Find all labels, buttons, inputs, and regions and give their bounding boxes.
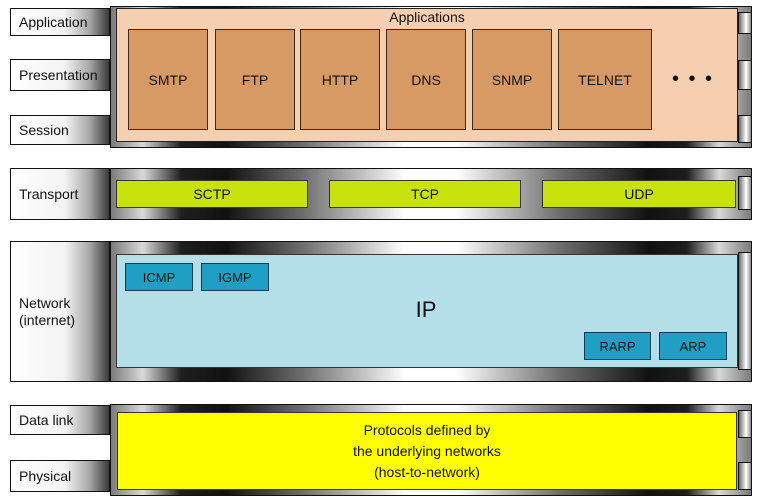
protocol-snmp: SNMP [472,29,552,130]
ip-label: IP [415,297,437,322]
transport-band-right-tab [738,176,752,210]
layer-label-transport: Transport [10,168,110,220]
datalink-text-line3: (host-to-network) [374,463,480,480]
layer-label-network: Network (internet) [10,241,110,382]
datalink-text-line2: the underlying networks [353,442,501,459]
datalink-protocols-panel: Protocols defined by the underlying netw… [117,412,737,490]
protocol-ftp: FTP [215,29,295,130]
applications-title: Applications [389,9,465,25]
protocol-tcp: TCP [329,180,521,208]
protocol-sctp: SCTP [116,180,308,208]
protocol-rarp: RARP [584,332,651,360]
layer-label-data-link: Data link [10,405,110,435]
protocol-dns: DNS [386,29,466,130]
datalink-band-right-tab-1 [738,410,752,438]
application-band-right-tab-1 [738,12,752,34]
application-band-right-tab-3 [738,115,752,143]
layer-label-application: Application [10,8,110,36]
protocol-udp: UDP [542,180,736,208]
layer-label-presentation: Presentation [10,59,110,91]
layer-label-physical: Physical [10,460,110,492]
application-band-right-tab-2 [738,60,752,90]
more-protocols-ellipsis: • • • [671,67,715,90]
protocol-icmp: ICMP [125,263,193,291]
protocol-arp: ARP [659,332,727,360]
network-band-right-tab [738,252,752,370]
layer-label-network-line2: (internet) [19,311,76,328]
protocol-igmp: IGMP [201,263,269,291]
datalink-text-line1: Protocols defined by [363,421,491,438]
protocol-http: HTTP [300,29,380,130]
datalink-band-right-tab-2 [738,462,752,490]
layer-label-network-line1: Network [19,294,71,311]
protocol-telnet: TELNET [558,29,652,130]
protocol-smtp: SMTP [128,29,208,130]
layer-label-session: Session [10,115,110,145]
